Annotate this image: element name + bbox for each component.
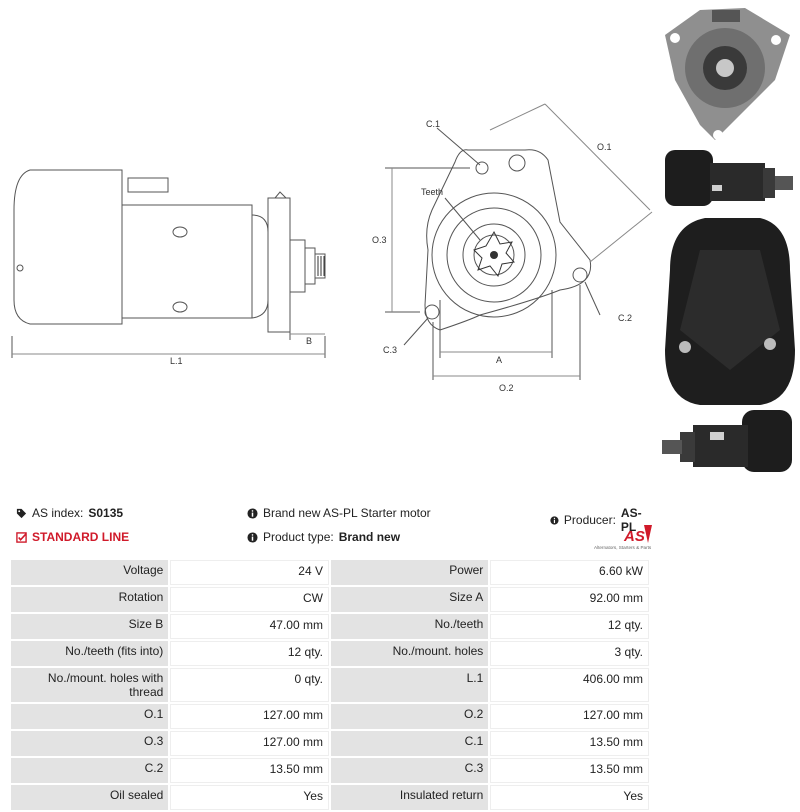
spec-value: 3 qty. [490,641,649,666]
info-icon [247,531,258,543]
spec-key: No./teeth (fits into) [11,641,169,666]
spec-value: 127.00 mm [490,704,649,729]
producer-label: Producer: [563,513,616,527]
spec-value: Yes [490,785,649,810]
spec-key: Oil sealed [11,785,169,810]
spec-value: 13.50 mm [170,758,329,783]
standard-line: STANDARD LINE [16,530,129,544]
producer: Producer: AS-PL [550,506,650,534]
spec-key: No./mount. holes [330,641,489,666]
product-info: AS index: S0135 STANDARD LINE Brand new … [10,500,652,550]
motor-housing-outline [121,204,253,319]
spec-key: Power [330,560,489,585]
photo-side-view [665,150,793,206]
dim-label-c2: C.2 [618,313,632,323]
standard-line-label: STANDARD LINE [32,530,130,544]
spec-value: 127.00 mm [170,731,329,756]
spec-key: No./teeth [330,614,489,639]
svg-text:Alternators, Starters & Parts: Alternators, Starters & Parts [594,545,652,550]
description-text: Brand new AS-PL Starter motor [263,506,431,520]
dim-label-o1: O.1 [597,142,612,152]
spec-key: C.1 [330,731,489,756]
dim-label-o2: O.2 [499,383,514,393]
spec-key: Insulated return [330,785,489,810]
motor-body-outline [13,169,123,325]
spec-value: 47.00 mm [170,614,329,639]
spec-value: 127.00 mm [170,704,329,729]
photo-side-view-2 [662,410,792,472]
spec-value: CW [170,587,329,612]
as-index-value: S0135 [88,506,124,520]
as-index-label: AS index: [32,506,84,520]
dim-label-l1: L.1 [170,356,183,366]
spec-key: C.3 [330,758,489,783]
info-icon [247,507,258,519]
info-icon [550,515,559,525]
spec-key: Voltage [11,560,169,585]
spec-value: 13.50 mm [490,731,649,756]
description: Brand new AS-PL Starter motor [247,506,431,520]
dim-label-teeth: Teeth [421,187,443,197]
producer-value: AS-PL [620,506,642,534]
as-pl-logo: AS Alternators, Starters & Parts [594,525,652,550]
pinion-gear [473,230,515,278]
spec-value: 13.50 mm [490,758,649,783]
spec-value: 24 V [170,560,329,585]
spec-value: 12 qty. [490,614,649,639]
tags-icon [16,508,27,518]
spec-key: No./mount. holes with thread [11,668,169,702]
spec-value: 12 qty. [170,641,329,666]
dim-label-c3: C.3 [383,345,397,355]
dim-label-a: A [496,355,502,365]
spec-key: Size A [330,587,489,612]
spec-key: O.1 [11,704,169,729]
spec-value: 6.60 kW [490,560,649,585]
dim-label-b: B [306,336,312,346]
spec-row: No./teeth (fits into)12 qty.No./mount. h… [11,641,649,666]
photo-front-view [665,8,790,140]
photo-rear-cover [665,218,795,405]
spec-key: C.2 [11,758,169,783]
dim-label-c1: C.1 [426,119,440,129]
dim-label-o3: O.3 [372,235,387,245]
product-photos [662,8,795,472]
spec-value: 406.00 mm [490,668,649,702]
spec-value: 92.00 mm [490,587,649,612]
as-index: AS index: S0135 [16,506,123,520]
spec-key: O.3 [11,731,169,756]
spec-key: L.1 [330,668,489,702]
checkbox-checked-icon [16,531,27,543]
product-type-label: Product type: [263,530,334,544]
product-type-value: Brand new [338,530,401,544]
technical-drawing: L.1 B C.1 O.1 Teeth O.3 C.2 C.3 A O.2 [11,103,653,393]
spec-value: Yes [170,785,329,810]
flange-outline [424,149,592,331]
svg-text:AS: AS [623,528,645,545]
spec-key: Size B [11,614,169,639]
product-type: Product type: Brand new [247,530,400,544]
spec-key: O.2 [330,704,489,729]
spec-value: 0 qty. [170,668,329,702]
spec-key: Rotation [11,587,169,612]
